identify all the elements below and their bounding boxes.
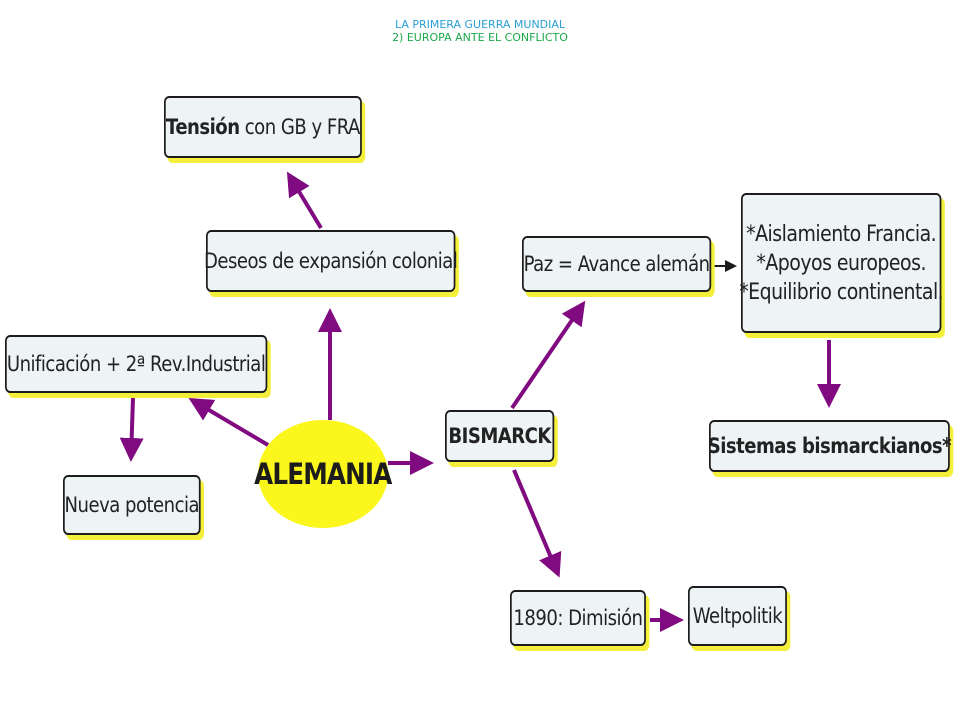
node-unificacion-text: Unificación + 2ª Rev.Industrial [6,352,266,376]
node-sistemas: Sistemas bismarckianos* [707,420,952,472]
node-deseos: Deseos de expansión colonial [204,230,458,292]
node-dimision: 1890: Dimisión [510,590,646,646]
node-bismarck: BISMARCK [445,410,555,462]
node-dimision-text: 1890: Dimisión [513,606,643,630]
node-alemania-text: ALEMANIA [254,457,392,491]
node-weltpolitik-text: Weltpolitik [692,604,783,628]
node-unificacion: Unificación + 2ª Rev.Industrial [5,335,268,393]
node-weltpolitik: Weltpolitik [688,586,787,646]
node-sistemas-text: Sistemas bismarckianos* [707,434,952,458]
arrow-bismarck-to-paz [510,300,586,410]
objetivo-apoyos: *Apoyos europeos. [756,250,926,276]
node-paz: Paz = Avance alemán [522,236,712,292]
node-nueva-potencia-text: Nueva potencia [64,493,200,517]
node-tension-text: con GB y FRA [239,115,361,139]
node-objetivos: *Aislamiento Francia. *Apoyos europeos. … [739,193,944,333]
page-title: LA PRIMERA GUERRA MUNDIAL [394,18,566,31]
page-header: LA PRIMERA GUERRA MUNDIAL 2) EUROPA ANTE… [0,18,960,44]
node-tension: Tensión con GB y FRA [164,96,362,158]
arrow-unificacion-to-nueva-potencia [119,397,144,462]
objetivo-equilibrio: *Equilibrio continental. [739,279,944,305]
node-nueva-potencia: Nueva potencia [63,475,201,535]
node-tension-bold: Tensión [165,115,240,139]
node-paz-text: Paz = Avance alemán [523,252,711,276]
node-alemania: ALEMANIA [254,420,393,528]
page-subtitle: 2) EUROPA ANTE EL CONFLICTO [392,31,568,44]
arrow-alemania-to-unificacion [188,397,270,447]
node-bismarck-text: BISMARCK [448,424,551,448]
arrow-bismarck-to-dimision [512,469,562,578]
arrow-deseos-to-tension [286,171,323,230]
objetivo-aislamiento: *Aislamiento Francia. [746,221,937,247]
node-deseos-text: Deseos de expansión colonial [204,249,458,273]
